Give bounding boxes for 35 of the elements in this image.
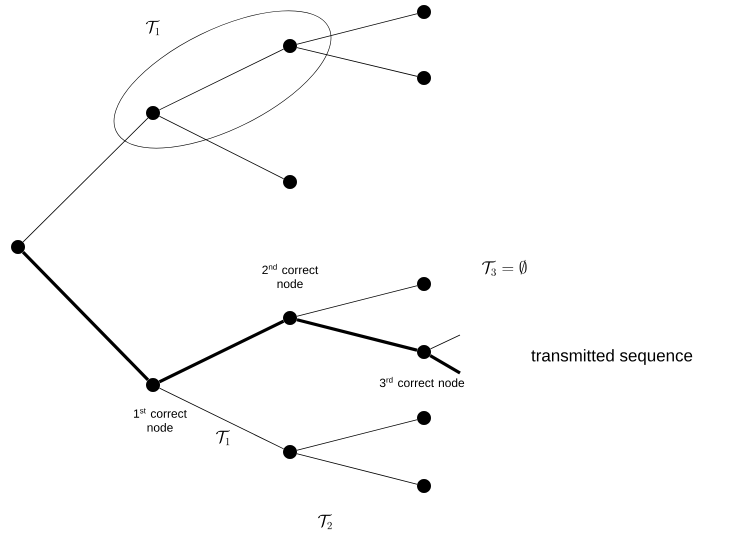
- node-caption: 1$^{st}$ correct node: [134, 408, 187, 432]
- tree-node-dot: [417, 71, 431, 85]
- tree-branch: [296, 13, 418, 45]
- tree-node-dot: [417, 344, 431, 359]
- tree-node-dot: [283, 174, 297, 189]
- tree-label: $\mathcal{T}_2$: [318, 514, 332, 530]
- tree-node-dot: [417, 478, 431, 493]
- tree-branch: [159, 116, 284, 180]
- tree-node-dot: [417, 410, 431, 425]
- tree-node-dot: [146, 106, 160, 120]
- node-caption: 3$^{rd}$ correct node: [380, 376, 464, 388]
- tree-node-dot: [283, 444, 297, 459]
- tree-branch: [296, 285, 418, 317]
- tree-node-dot: [417, 276, 431, 291]
- tree-node-dot: [146, 378, 160, 392]
- tree-branch: [296, 47, 418, 77]
- sequence-label: transmitted sequence: [531, 349, 692, 365]
- tree-node-dot: [417, 5, 431, 19]
- tree-node-dot: [11, 240, 25, 254]
- tree-label: $\mathcal{T}_1$: [216, 430, 230, 446]
- tree-branch: [296, 419, 418, 451]
- tree-branch: [22, 118, 148, 242]
- tree-branch: [296, 318, 418, 352]
- tree-branch: [158, 320, 284, 384]
- tree-label: $\mathcal{T}_3=\emptyset$: [482, 260, 527, 276]
- tree-label: $\mathcal{T}_1$: [146, 20, 160, 36]
- tree-branch: [22, 251, 150, 381]
- tree-branch: [159, 388, 284, 450]
- node-caption: 2$^{nd}$ correct node: [262, 264, 318, 288]
- tree-branch: [429, 354, 461, 374]
- tree-node-dot: [283, 310, 297, 325]
- tree-node-dot: [283, 39, 297, 53]
- tree-branch: [159, 48, 284, 110]
- tree-branch: [296, 453, 418, 485]
- tree-branch: [430, 334, 460, 350]
